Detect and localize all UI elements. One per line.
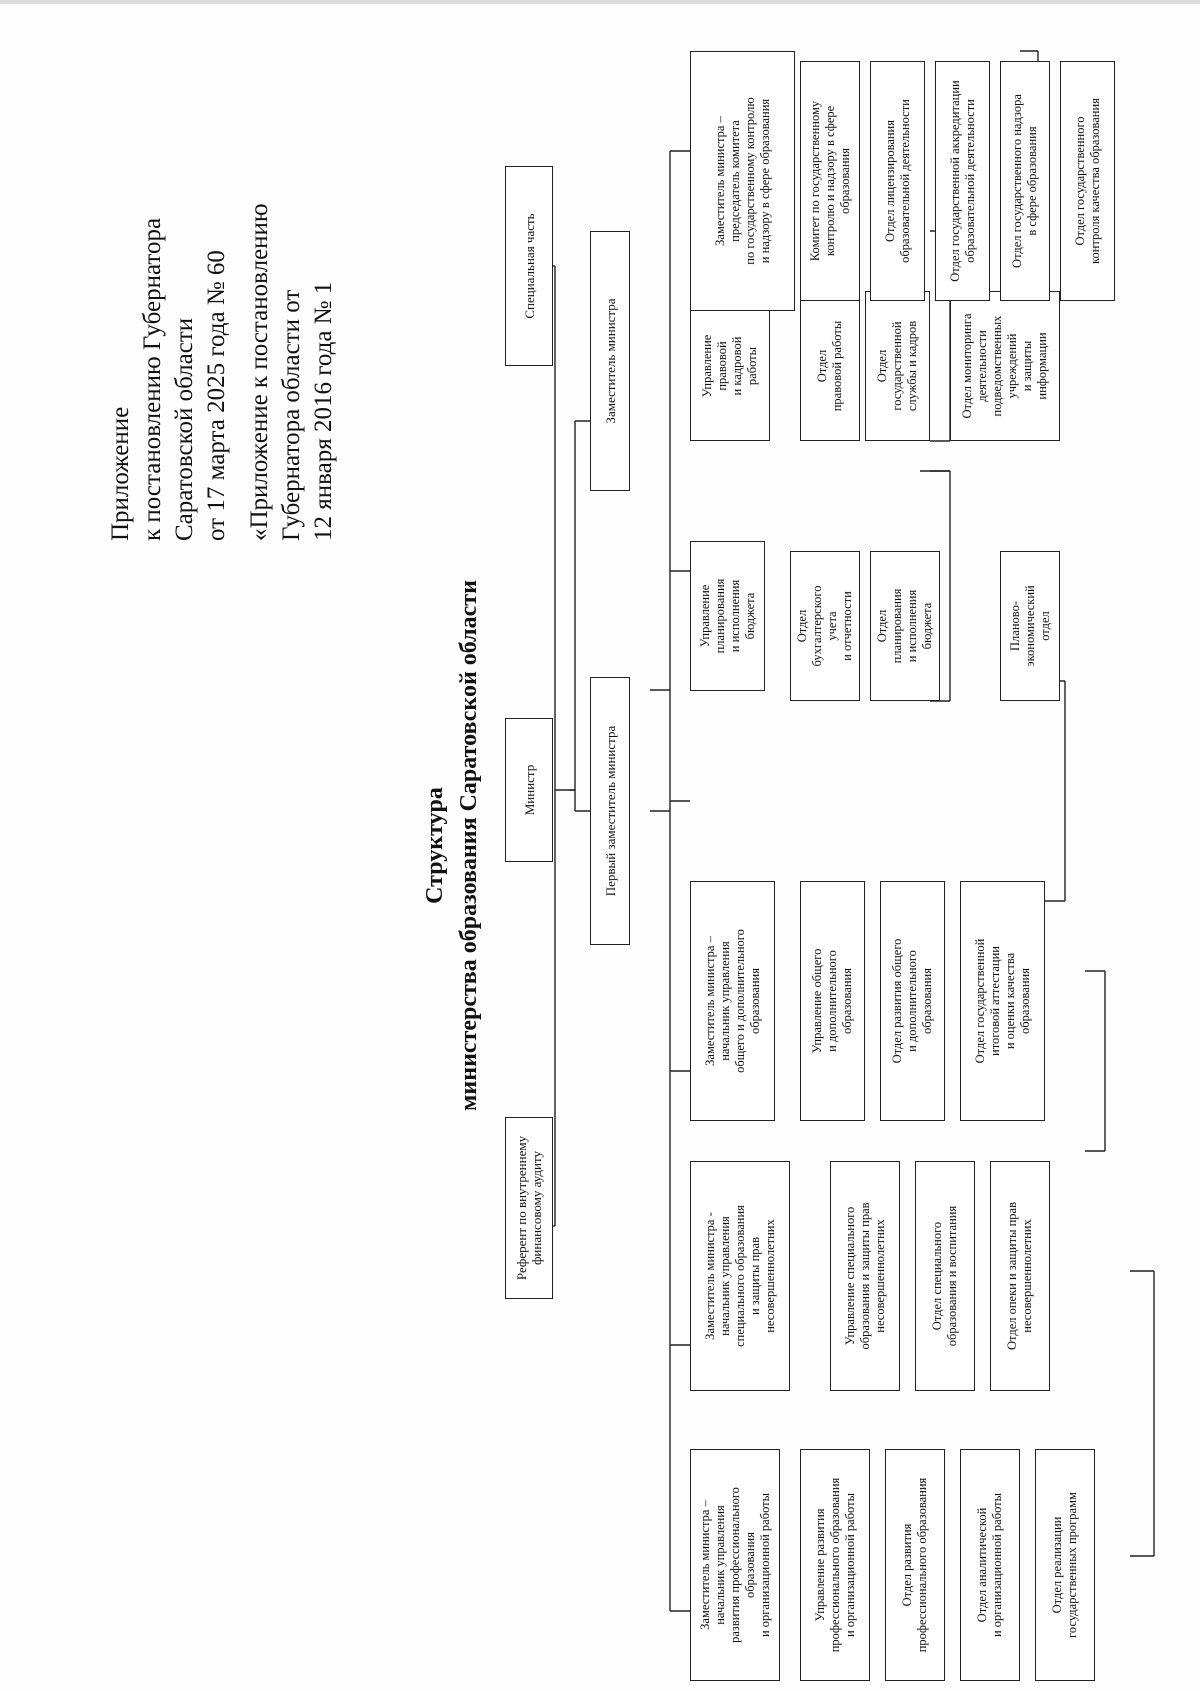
sub-unit-3-2: Отдел развития общего и дополнительного … [880, 881, 945, 1121]
sub-unit-5-2: Отдел государственной службы и кадров [865, 291, 930, 441]
referent-box: Референт по внутреннему финансовому ауди… [505, 1117, 553, 1299]
minister-box: Министр [505, 718, 553, 862]
column-head-1: Заместитель министра – начальник управле… [690, 1449, 780, 1681]
sub-unit-6-2: Отдел лицензирования образовательной дея… [870, 61, 925, 301]
column-head-5: Управление правовой и кадровой работы [690, 291, 770, 441]
sub-unit-6-4: Отдел государственного надзора в сфере о… [1000, 61, 1050, 301]
deputy-box: Заместитель министра [590, 231, 630, 491]
sub-unit-1-4: Отдел реализации государственных програм… [1035, 1449, 1095, 1681]
sub-unit-4-1: Отдел бухгалтерского учета и отчетности [790, 551, 860, 701]
sub-unit-6-1: Комитет по государственному контролю и н… [800, 61, 860, 301]
sub-unit-2-2: Отдел специального образования и воспита… [915, 1161, 975, 1391]
sub-unit-2-3: Отдел опеки и защиты прав несовершенноле… [990, 1161, 1050, 1391]
first-deputy-box: Первый заместитель министра [590, 677, 630, 945]
column-head-6: Заместитель министра – председатель коми… [690, 51, 795, 311]
sub-unit-5-1: Отдел правовой работы [800, 291, 860, 441]
column-head-4: Управление планирования и исполнения бюд… [690, 541, 765, 691]
sub-unit-1-1: Управление развития профессионального об… [800, 1449, 870, 1681]
sub-unit-5-3: Отдел мониторинга деятельности подведомс… [950, 291, 1060, 441]
scan-edge [0, 0, 1200, 4]
column-head-3: Заместитель министра – начальник управле… [690, 881, 775, 1121]
sub-unit-6-5: Отдел государственного контроля качества… [1060, 61, 1115, 301]
sub-unit-3-1: Управление общего и дополнительного обра… [800, 881, 865, 1121]
sub-unit-3-3: Отдел государственной итоговой аттестаци… [960, 881, 1045, 1121]
sub-unit-1-3: Отдел аналитической и организационной ра… [960, 1449, 1020, 1681]
sub-unit-1-2: Отдел развития профессионального образов… [885, 1449, 945, 1681]
sub-unit-6-3: Отдел государственной аккредитации образ… [935, 61, 990, 301]
sub-unit-2-1: Управление специального образования и за… [830, 1161, 900, 1391]
sub-unit-4-2: Отдел планирования и исполнения бюджета [870, 551, 940, 701]
special-part-box: Специальная часть [505, 166, 553, 366]
column-head-2: Заместитель министра - начальник управле… [690, 1161, 790, 1391]
sub-unit-4-3: Планово- экономический отдел [1000, 551, 1060, 701]
